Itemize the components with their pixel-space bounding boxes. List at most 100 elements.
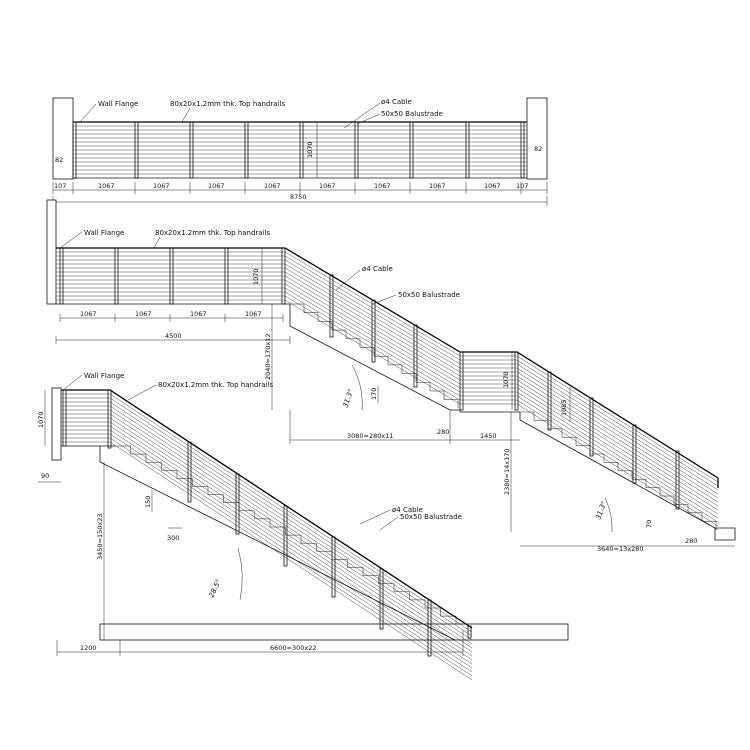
dim-1067: 1067 (98, 182, 115, 190)
cable (284, 267, 461, 373)
cables (61, 393, 473, 681)
balustrade-label: 50x50 Balustrade (398, 291, 460, 299)
cable-label: ø4 Cable (362, 265, 393, 273)
dimension-ticks (55, 314, 291, 344)
dim-1450: 1450 (480, 432, 497, 440)
cable (516, 391, 719, 519)
dim-1067: 1067 (208, 182, 225, 190)
leader-line (372, 294, 397, 305)
cable (109, 405, 473, 645)
cable (516, 399, 719, 527)
angle-28-5: 28.5° (208, 578, 223, 599)
landing-stair-elevation: Wall Flange 80x20x1.2mm thk. Top handrai… (46, 199, 736, 553)
cable (516, 403, 719, 531)
leader-line (79, 103, 97, 123)
dim-107-right: 107 (516, 182, 528, 190)
dim-1067: 1067 (429, 182, 446, 190)
dim-170: 170 (370, 388, 378, 400)
cable (284, 279, 461, 385)
cable (109, 413, 473, 653)
dim-1067: 1067 (319, 182, 336, 190)
cable (516, 383, 719, 511)
wall-flange-label: Wall Flange (84, 372, 124, 380)
wall (51, 387, 62, 461)
handrail-label: 80x20x1.2mm thk. Top handrails (158, 381, 273, 389)
cable (516, 355, 719, 483)
left-wall (52, 97, 74, 180)
cable (284, 275, 461, 381)
angle-arc (351, 364, 363, 411)
balustrade-post (329, 274, 334, 338)
cable (109, 425, 473, 665)
balustrade-post (331, 536, 336, 598)
balustrade-post (379, 568, 384, 630)
leader-line (153, 236, 161, 249)
ground-slab (99, 623, 569, 641)
balustrade-posts (62, 389, 472, 657)
dim-1067: 1067 (153, 182, 170, 190)
cable (109, 433, 473, 673)
dim-1070: 1070 (252, 268, 260, 285)
handrail-label: 80x20x1.2mm thk. Top handrails (170, 100, 285, 108)
cable (516, 371, 719, 499)
dim-1067: 1067 (374, 182, 391, 190)
balustrade-post (413, 324, 418, 388)
balustrade-post (371, 299, 376, 363)
dim-3640: 3640=13x280 (597, 545, 644, 553)
dim-1070: 1070 (37, 411, 45, 428)
dim-8750: 8750 (290, 193, 307, 201)
dimension-ticks (52, 182, 548, 206)
cable (109, 429, 473, 669)
cable-label: ø4 Cable (392, 506, 423, 514)
leader-line (181, 107, 191, 123)
lower-stair-soffit (519, 412, 736, 541)
dim-1070: 1070 (306, 141, 314, 158)
cable (284, 251, 461, 357)
cable (516, 379, 719, 507)
dim-82-right: 82 (534, 145, 542, 153)
balustrade-post (107, 389, 112, 449)
dim-1067: 1067 (264, 182, 281, 190)
dim-1067: 1067 (135, 310, 152, 318)
dim-3450: 3450=150x23 (96, 513, 104, 560)
balustrade-label: 50x50 Balustrade (381, 110, 443, 118)
cable (109, 401, 473, 641)
balustrade-post (675, 450, 680, 510)
dim-82-left: 82 (55, 156, 63, 164)
cable (284, 295, 461, 401)
balustrade-posts (59, 247, 680, 510)
balustrade-post (187, 441, 192, 503)
balustrade-post (459, 351, 464, 411)
cable (109, 393, 473, 633)
dim-1070-landing: 1070 (502, 371, 510, 388)
stair-steps (115, 445, 457, 625)
cable (516, 375, 719, 503)
dim-3080: 3080=280x11 (347, 432, 394, 440)
cable (284, 287, 461, 393)
dim-1067: 1067 (190, 310, 207, 318)
cables (56, 251, 719, 531)
stair-soffit (289, 304, 520, 413)
cable (284, 283, 461, 389)
cable (516, 367, 719, 495)
balustrade-post (547, 371, 552, 431)
cable (284, 259, 461, 365)
angle-31-3: 31.3° (594, 500, 608, 521)
cable (284, 271, 461, 377)
cable (109, 397, 473, 637)
cable (284, 255, 461, 361)
dim-280: 280 (685, 537, 697, 545)
dim-1067: 1067 (484, 182, 501, 190)
leader-line (59, 231, 83, 249)
balustrade-label: 50x50 Balustrade (400, 513, 462, 521)
cable (516, 359, 719, 487)
dim-4500: 4500 (165, 332, 182, 340)
dim-1067: 1067 (245, 310, 262, 318)
cable (284, 291, 461, 397)
dim-280: 280 (437, 428, 449, 436)
wall (46, 199, 57, 305)
cable (516, 395, 719, 523)
straight-balustrade-elevation: Wall Flange 80x20x1.2mm thk. Top handrai… (52, 97, 548, 206)
dim-1067: 1067 (80, 310, 97, 318)
